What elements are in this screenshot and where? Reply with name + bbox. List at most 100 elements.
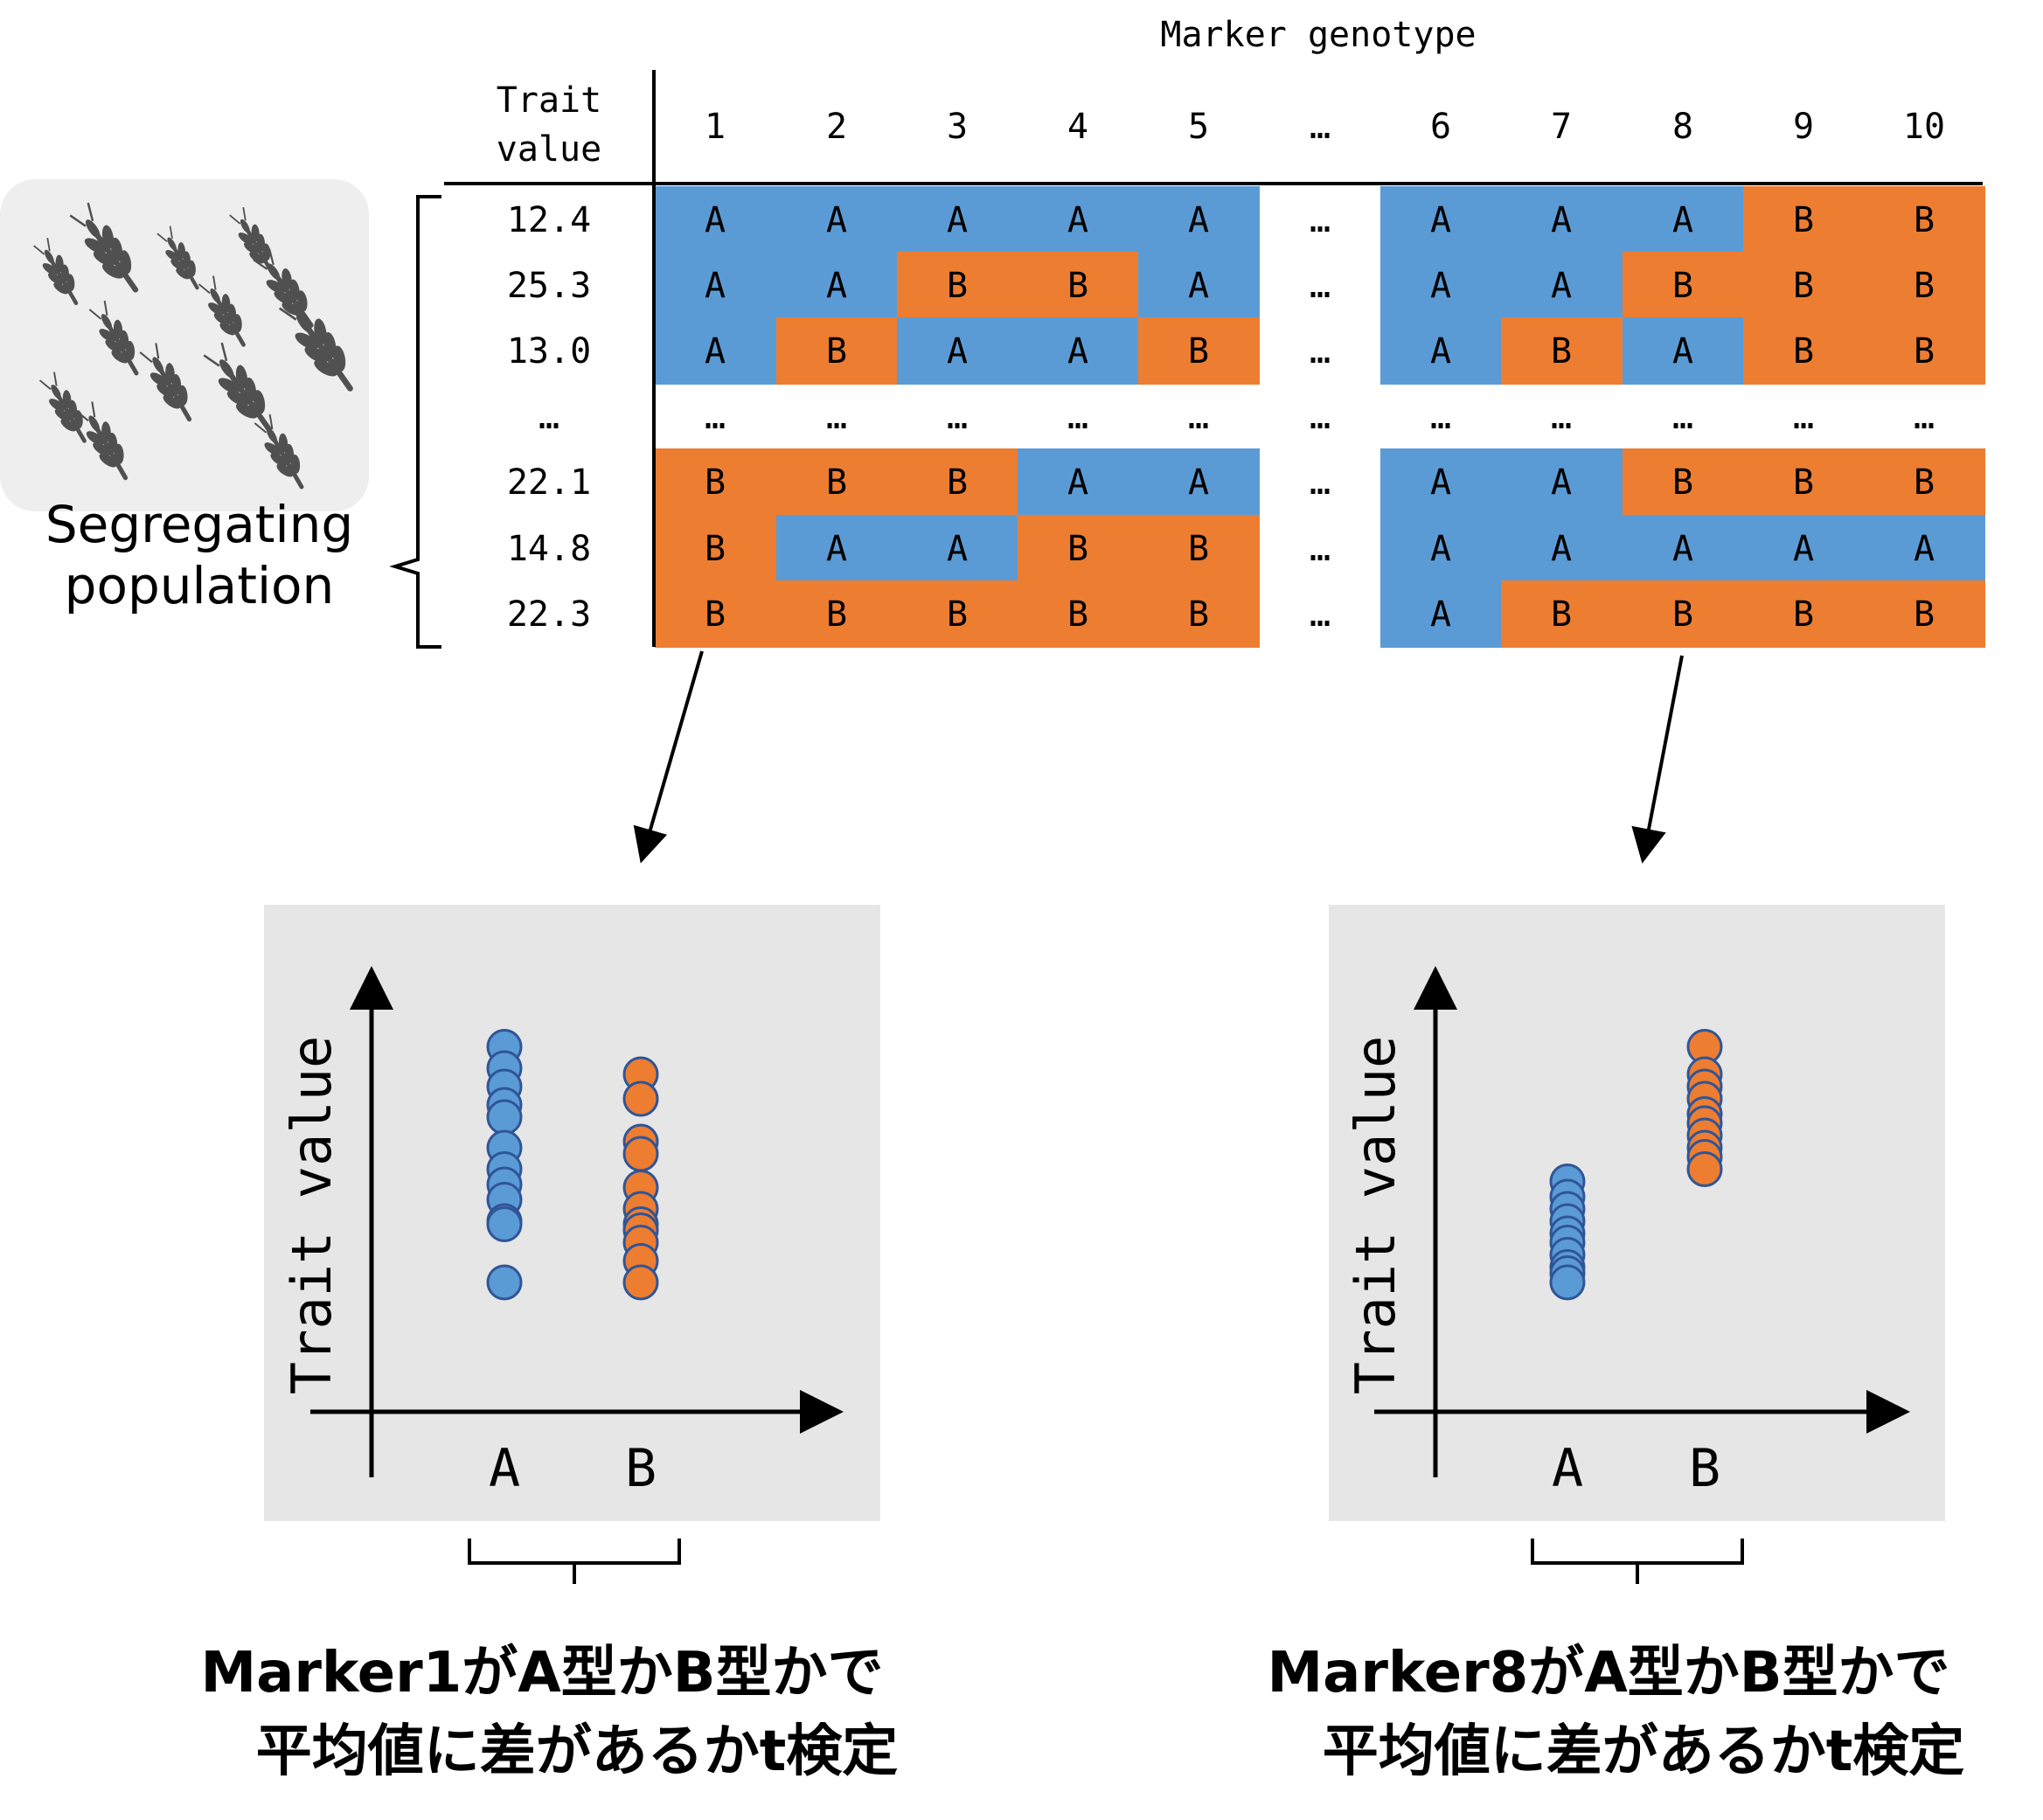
genotype-cell-B <box>1018 252 1139 319</box>
group-bracket <box>1531 1539 1744 1584</box>
genotype-cell-B <box>1743 580 1865 648</box>
trait-value-cell: 14.8 <box>507 529 591 569</box>
genotype-cell-B <box>1864 448 1985 516</box>
genotype-label: A <box>826 266 847 306</box>
genotype-cell-A <box>1501 186 1623 254</box>
population-label-line2: population <box>65 556 335 615</box>
genotype-label: B <box>1793 200 1814 240</box>
genotype-cell-B <box>1501 317 1623 385</box>
trait-value-cell: 25.3 <box>507 266 591 306</box>
genotype-cell-B <box>1743 186 1865 254</box>
category-label: B <box>625 1438 657 1499</box>
genotype-label: A <box>705 266 726 306</box>
genotype-cell-B <box>655 448 776 516</box>
genotype-cell-A <box>897 317 1018 385</box>
genotype-label: A <box>1430 529 1451 569</box>
genotype-cell-A <box>1018 186 1139 254</box>
point-B <box>622 1264 659 1301</box>
genotype-cell-B <box>1018 515 1139 582</box>
population-box <box>0 179 369 511</box>
genotype-label: A <box>947 200 968 240</box>
genotype-cell-B <box>897 252 1018 319</box>
genotype-label: B <box>826 462 847 503</box>
trait-value-cell: 22.1 <box>507 462 591 503</box>
caption-line2: 平均値に差があるかt検定 <box>1323 1719 1965 1784</box>
genotype-label: A <box>1672 331 1693 372</box>
genotype-label: A <box>1188 266 1209 306</box>
caption-line1: Marker8がA型かB型かで <box>1267 1641 1949 1705</box>
marker-header: 10 <box>1903 107 1945 147</box>
point-A <box>486 1206 523 1242</box>
genotype-cell-B <box>1138 515 1260 582</box>
arrow-marker8 <box>1631 655 1684 864</box>
genotype-label: B <box>1793 331 1814 372</box>
genotype-cell-B <box>1864 186 1985 254</box>
point-A <box>1549 1264 1586 1301</box>
genotype-label: A <box>1551 200 1572 240</box>
genotype-label: B <box>1793 462 1814 503</box>
genotype-label: B <box>705 529 726 569</box>
genotype-label: B <box>1914 594 1935 635</box>
genotype-label: B <box>1551 331 1572 372</box>
genotype-label: … <box>1793 397 1814 437</box>
genotype-label: A <box>1067 331 1088 372</box>
genotype-label: B <box>826 594 847 635</box>
genotype-label: B <box>1914 331 1935 372</box>
genotype-label: A <box>1551 266 1572 306</box>
genotype-cell-B <box>655 580 776 648</box>
genotype-label: A <box>705 331 726 372</box>
genotype-cell-B <box>776 317 898 385</box>
genotype-cell-A <box>1138 448 1260 516</box>
genotype-label: A <box>1188 462 1209 503</box>
marker-header: 3 <box>947 107 968 147</box>
genotype-cell-A <box>1018 448 1139 516</box>
genotype-cell-A <box>776 186 898 254</box>
genotype-label: B <box>1067 529 1088 569</box>
trait-value-cell: 22.3 <box>507 594 591 635</box>
genotype-label: B <box>1551 594 1572 635</box>
genotype-cell-A <box>1380 448 1502 516</box>
genotype-cell-A <box>1138 186 1260 254</box>
genotype-cell-A <box>897 186 1018 254</box>
genotype-label: A <box>1067 200 1088 240</box>
marker-header: 4 <box>1067 107 1088 147</box>
genotype-label: A <box>1430 200 1451 240</box>
genotype-label: B <box>1672 594 1693 635</box>
genotype-label: A <box>1672 529 1693 569</box>
genotype-cell-A <box>1864 515 1985 582</box>
point-A <box>486 1099 523 1136</box>
genotype-label: B <box>947 266 968 306</box>
genotype-cell-B <box>776 580 898 648</box>
genotype-cell-B <box>1623 580 1744 648</box>
genotype-label: A <box>947 331 968 372</box>
genotype-cell-A <box>655 252 776 319</box>
genotype-cell-B <box>1501 580 1623 648</box>
genotype-cell-B <box>1864 317 1985 385</box>
genotype-label: … <box>947 397 968 437</box>
genotype-label: … <box>1914 397 1935 437</box>
marker-genotype-header: Marker genotype <box>1160 15 1476 55</box>
genotype-label: A <box>705 200 726 240</box>
genotype-cell-B <box>1743 317 1865 385</box>
genotype-label: … <box>1551 397 1572 437</box>
genotype-cell-A <box>1501 252 1623 319</box>
genotype-label: … <box>1310 266 1331 306</box>
genotype-cell-A <box>1380 515 1502 582</box>
genotype-cell-A <box>1380 252 1502 319</box>
arrow-marker1 <box>633 650 704 864</box>
genotype-label: A <box>826 200 847 240</box>
genotype-cell-A <box>655 317 776 385</box>
genotype-cell-A <box>1623 515 1744 582</box>
genotype-cell-B <box>897 448 1018 516</box>
caption-line2: 平均値に差があるかt検定 <box>256 1719 899 1784</box>
category-label: A <box>489 1438 520 1499</box>
genotype-label: … <box>1188 397 1209 437</box>
genotype-label: A <box>826 529 847 569</box>
genotype-cell-B <box>1623 252 1744 319</box>
genotype-label: A <box>1430 594 1451 635</box>
genotype-cell-A <box>1501 515 1623 582</box>
genotype-label: B <box>1914 462 1935 503</box>
marker-header: 7 <box>1551 107 1572 147</box>
genotype-cell-B <box>1864 252 1985 319</box>
category-label: B <box>1689 1438 1720 1499</box>
